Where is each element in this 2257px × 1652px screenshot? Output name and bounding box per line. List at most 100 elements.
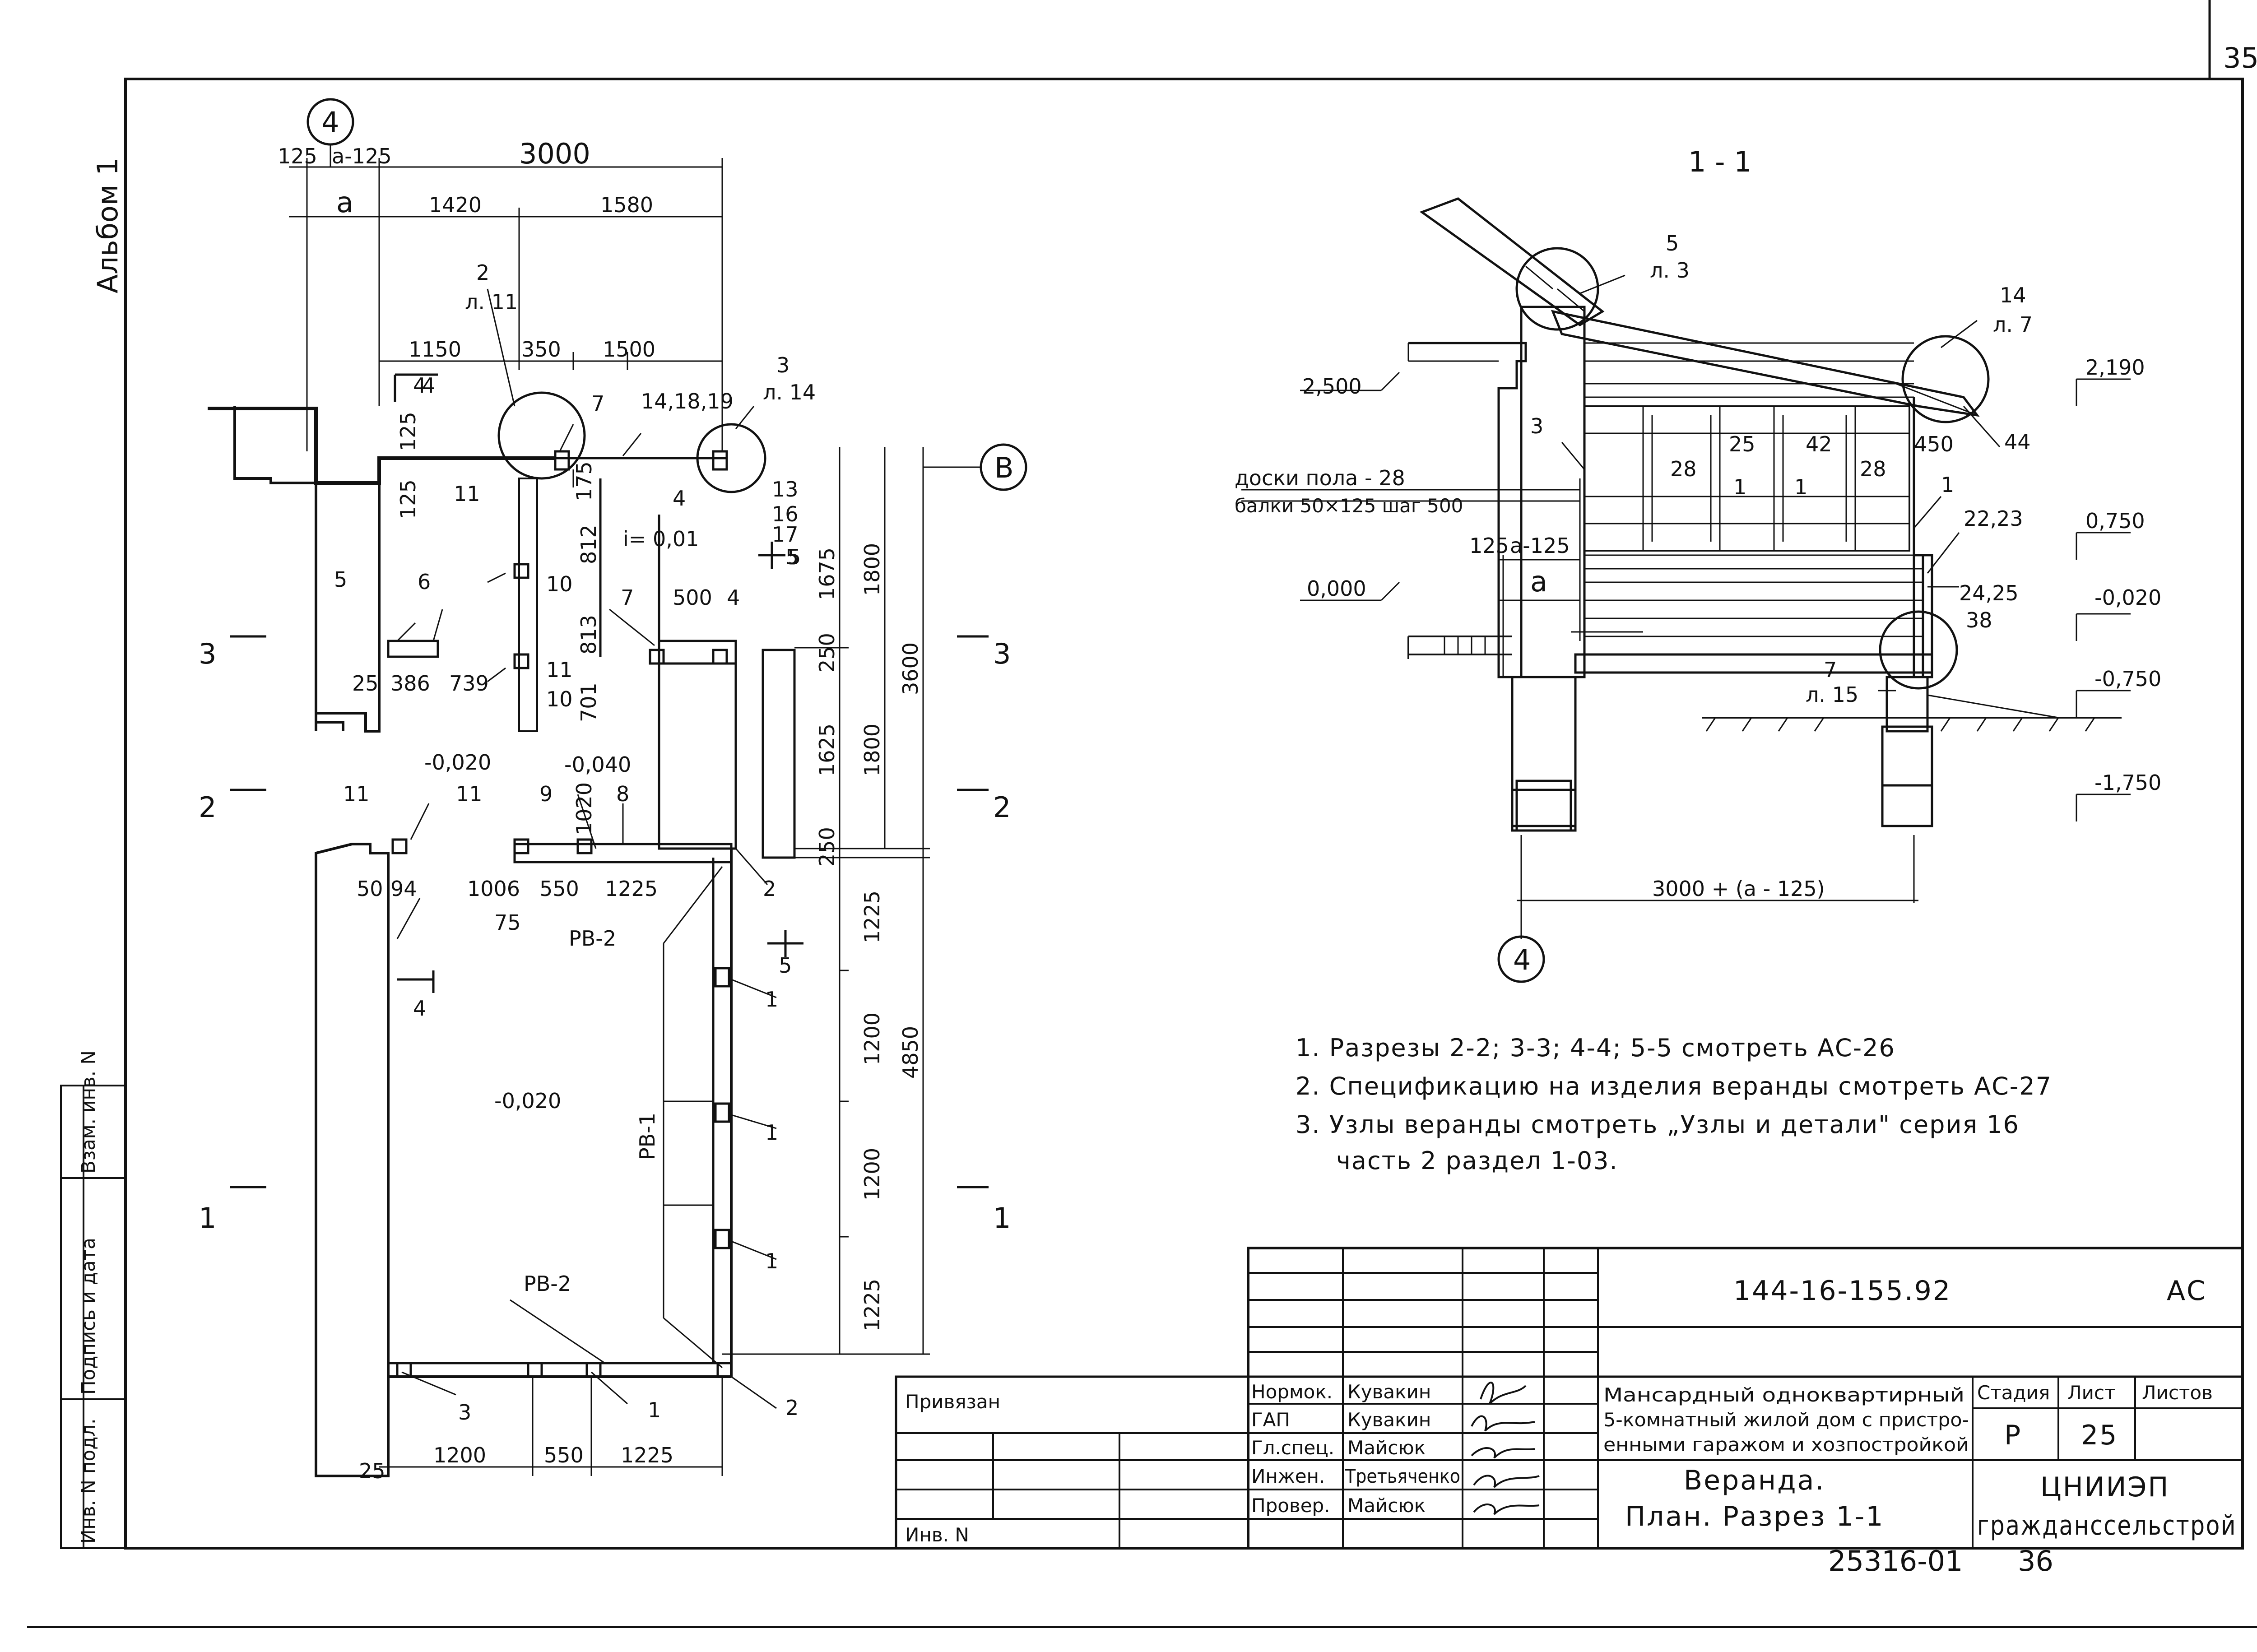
sheet-label: Лист [2067,1382,2115,1404]
level-2500: 2,500 [1302,374,1362,399]
role-inzhen: Инжен. [1251,1465,1325,1487]
sec-callout-2425: 24,25 [1959,581,2019,605]
dim-25-left: 25 [352,671,379,696]
callout-1b: 1 [765,1120,778,1145]
sec-dim-125: 125 [1469,534,1509,558]
sec-callout-28b: 28 [1860,457,1886,481]
sheet-value: 25 [2081,1420,2118,1451]
section-mark-1-left: 1 [199,1202,216,1234]
dim-813: 813 [576,615,601,654]
section-mark-2-left: 2 [199,791,216,824]
dim-75: 75 [494,910,521,935]
floor-boards-label: доски пола - 28 [1235,466,1405,490]
callout-5a: 5 [788,545,801,569]
dim-1225-mid: 1225 [605,877,658,901]
side-stamp-1: Инв. N подл. [77,1419,99,1544]
title-block-text: 144-16-155.92 АС Привязан Инв. N Нормок.… [905,1275,2237,1546]
dim-1580: 1580 [600,193,653,217]
callout-2: 2 [476,260,489,285]
dim-550-bottom: 550 [544,1443,584,1467]
bottom-page: 36 [2018,1545,2053,1578]
callout-6: 6 [418,570,431,594]
section-mark-3-left: 3 [199,637,216,670]
callout-5b: 5 [334,567,347,592]
sec-dim-total: 3000 + (a - 125) [1652,877,1825,901]
dim-739: 739 [449,671,489,696]
section-mark-4-bottom: 4 [413,996,426,1021]
name-3: Майсюк [1347,1437,1426,1459]
dim-500: 500 [673,585,712,610]
name-2: Кувакин [1347,1409,1431,1431]
plan-drawing [208,98,1027,1477]
dim-550-mid: 550 [539,877,579,901]
callout-11b: 11 [546,658,573,682]
callout-l11: л. 11 [465,290,518,314]
dim-1225-bottom: 1225 [621,1443,673,1467]
callout-8: 8 [616,782,629,806]
title-block [895,1247,2244,1550]
sec-callout-450: 450 [1914,432,1954,456]
callout-11c: 11 [456,782,483,806]
dim-1150: 1150 [409,337,461,362]
side-dim-1225a: 1225 [860,891,884,943]
org-line-1: ЦНИИЭП [2040,1471,2169,1503]
section-mark-5-bottom: 5 [779,953,792,978]
sheet-frame [27,0,2257,1628]
role-glspec: Гл.спец. [1251,1437,1334,1459]
callout-4b: 4 [727,585,740,610]
callout-16: 16 [772,502,799,526]
project-line-3: енными гаражом и хозпостройкой [1603,1434,1969,1456]
dim-94: 94 [390,877,417,901]
name-5: Майсюк [1347,1494,1426,1517]
level-2190: 2,190 [2085,355,2145,380]
sec-callout-2223: 22,23 [1964,506,2023,531]
callout-1a: 1 [765,987,778,1012]
slope-label: i= 0,01 [623,527,699,551]
section-mark-4-top: 4 [413,373,426,398]
level-m0020: -0,020 [2094,585,2161,610]
dim-386: 386 [390,671,430,696]
project-line-1: Мансардный одноквартирный [1603,1384,1964,1406]
beams-label: балки 50×125 шаг 500 [1235,495,1463,517]
sec-callout-l7: л. 7 [1993,312,2033,337]
section-drawing [1241,197,2131,983]
section-mark-5-top: 5 [785,545,799,569]
sec-dim-a-125: a-125 [1510,534,1570,558]
callout-141819: 14,18,19 [641,389,734,413]
side-dim-3600: 3600 [898,642,923,695]
side-dim-1625: 1625 [815,724,839,776]
dim-1420: 1420 [429,193,482,217]
sec-callout-1c: 1 [1941,473,1954,497]
callout-2b: 2 [763,877,776,901]
dim-a-125-top: a-125 [332,144,392,168]
callout-7a: 7 [591,391,604,416]
org-line-2: гражданссельстрой [1977,1510,2237,1541]
name-4: Третьяченко [1345,1465,1460,1487]
project-line-2: 5-комнатный жилой дом с пристро- [1603,1409,1969,1431]
callout-l14: л. 14 [763,380,816,404]
dim-175: 175 [572,461,596,501]
dim-125-top: 125 [278,144,317,168]
role-normok: Нормок. [1251,1381,1333,1403]
dim-a-top: a [336,186,353,219]
callout-10a: 10 [546,572,573,596]
callout-1d: 1 [648,1398,661,1422]
drawing-line-2: План. Разрез 1-1 [1625,1501,1884,1532]
side-stamp [60,1085,126,1549]
level-m0750: -0,750 [2094,667,2161,691]
dim-812: 812 [576,524,601,564]
callout-3b: 3 [458,1400,471,1425]
sec-dim-a: a [1530,565,1547,598]
sec-callout-44: 44 [2004,430,2031,454]
callout-4c: 4 [422,373,435,398]
callout-2c: 2 [785,1396,799,1420]
side-dim-1800b: 1800 [860,724,884,776]
sec-callout-7: 7 [1824,658,1837,682]
section-title: 1 - 1 [1688,145,1752,178]
bottom-code: 25316-01 [1828,1545,1963,1578]
side-dim-1800a: 1800 [860,543,884,596]
side-stamp-3: Взам. инв. N [77,1050,99,1174]
sec-callout-1a: 1 [1733,475,1746,499]
callout-4a: 4 [673,486,686,510]
